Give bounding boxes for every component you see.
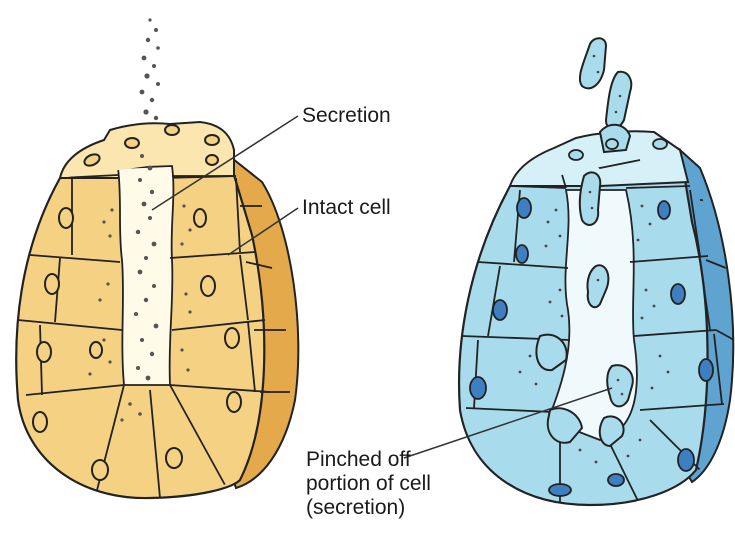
apocrine-gland	[459, 38, 734, 505]
pinched-off-label-line3: (secretion)	[306, 496, 431, 520]
pinched-off-label: Pinched off portion of cell (secretion)	[306, 448, 431, 520]
merocrine-gland	[16, 18, 298, 498]
pinched-off-label-line1: Pinched off	[306, 448, 431, 472]
intact-cell-label: Intact cell	[302, 196, 391, 220]
lumen	[118, 166, 173, 385]
secretion-label: Secretion	[302, 104, 391, 128]
pinched-off-label-line2: portion of cell	[306, 472, 431, 496]
